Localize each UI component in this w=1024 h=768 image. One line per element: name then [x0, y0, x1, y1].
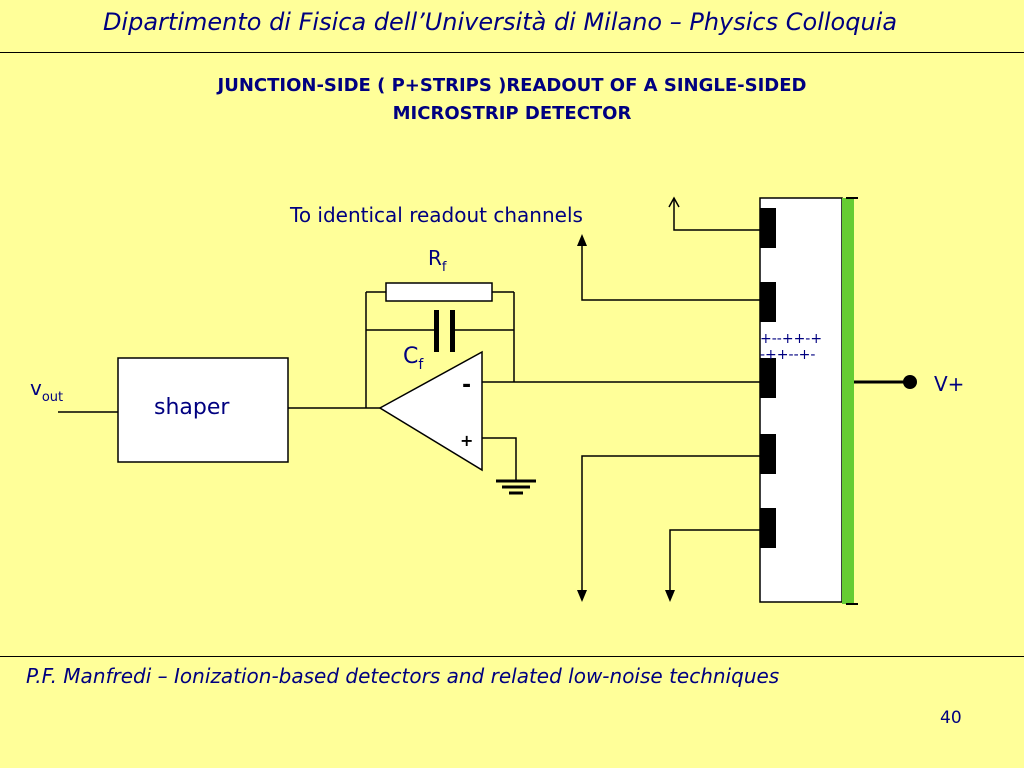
strip-2-wire	[581, 240, 760, 301]
opamp-minus-label: -	[462, 373, 471, 398]
strip-1	[760, 208, 776, 248]
feedback-capacitor-plate-right	[450, 310, 455, 352]
strip-3	[760, 358, 776, 398]
strip-5	[760, 508, 776, 548]
bias-label: V+	[934, 372, 964, 396]
page-number: 40	[940, 708, 962, 728]
slide-title: JUNCTION-SIDE ( P+STRIPS )READOUT OF A S…	[0, 72, 1024, 128]
opamp-plus-label: +	[460, 431, 473, 450]
vout-label: vout	[30, 376, 63, 405]
strip-2	[760, 282, 776, 322]
footer-text: P.F. Manfredi – Ionization-based detecto…	[26, 664, 780, 688]
bias-terminal	[903, 375, 917, 389]
feedback-resistor	[385, 282, 493, 302]
strip-4	[760, 434, 776, 474]
strip-4-wire	[581, 455, 760, 592]
slide-title-line-1: JUNCTION-SIDE ( P+STRIPS )READOUT OF A S…	[217, 75, 807, 96]
charge-row-1: +--++-+	[760, 331, 822, 347]
header-title: Dipartimento di Fisica dell’Università d…	[102, 8, 898, 36]
feedback-capacitor-plate-left	[434, 310, 439, 352]
strip-5-wire	[669, 529, 760, 592]
header-divider	[0, 52, 1024, 53]
strip-4-arrow-head	[577, 590, 587, 602]
charge-row-2: -++--+-	[760, 347, 815, 363]
strip-1-wire	[673, 198, 760, 231]
strip-1-arrow-head	[668, 196, 680, 208]
readout-channels-label: To identical readout channels	[289, 203, 583, 227]
shaper-box	[117, 357, 289, 463]
cf-label: Cf	[403, 344, 424, 373]
slide-title-line-2: MICROSTRIP DETECTOR	[392, 103, 632, 124]
rf-label: Rf	[428, 246, 447, 275]
strip-5-arrow-head	[665, 590, 675, 602]
preamp-triangle	[378, 350, 483, 472]
shaper-label: shaper	[154, 395, 230, 420]
detector-backplane	[842, 198, 854, 604]
ground-wire	[482, 437, 517, 480]
footer-divider	[0, 656, 1024, 657]
strip-2-arrow-head	[577, 234, 587, 246]
